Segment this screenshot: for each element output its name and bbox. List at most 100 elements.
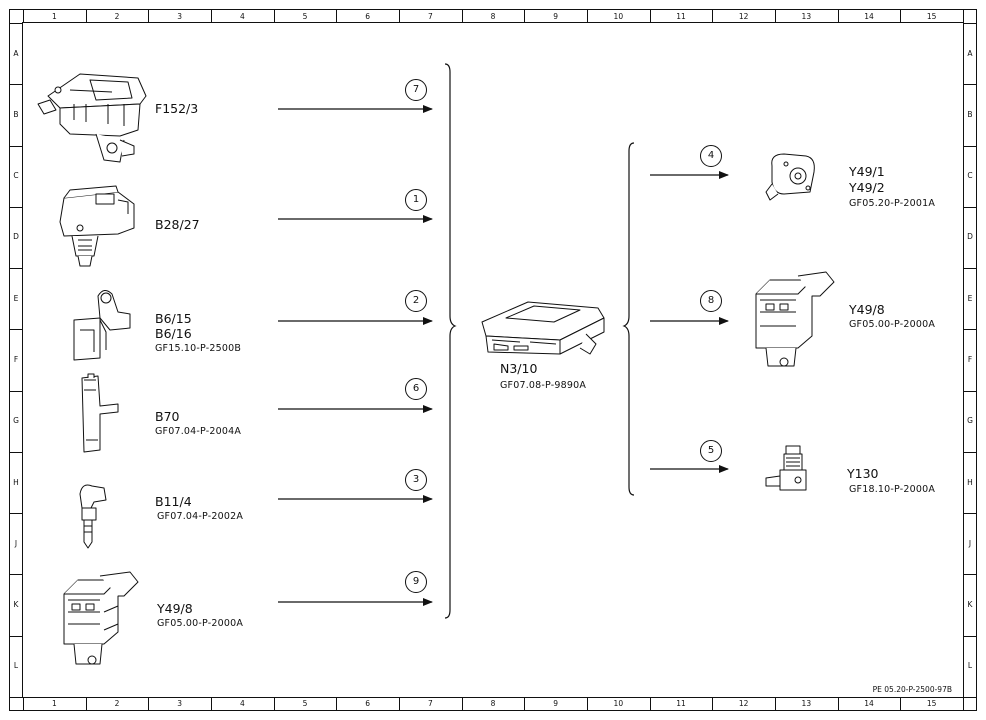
grid-row-right-G: G (967, 416, 973, 426)
ref-b70: GF07.04-P-2004A (155, 426, 242, 437)
grid-col-top-8: 8 (490, 12, 496, 21)
signal-circle-y130: 5 (700, 440, 722, 462)
input-arrows (278, 105, 433, 606)
grid-col-top-14: 14 (864, 12, 874, 21)
signal-circle-b6: 2 (405, 290, 427, 312)
signal-circle-y49in: 9 (405, 571, 427, 593)
grid-row-left-C: C (13, 171, 19, 181)
label-b6-16: B6/16 (155, 326, 192, 341)
grid-row-left-E: E (13, 293, 19, 303)
grid-ticks (10, 10, 976, 710)
grid-row-left-L: L (13, 661, 19, 671)
grid-col-bottom-15: 15 (926, 699, 937, 708)
grid-col-bottom-12: 12 (738, 699, 749, 708)
grid-col-top-5: 5 (302, 12, 308, 21)
signal-circle-b70: 6 (405, 378, 427, 400)
signal-circle-b11: 3 (405, 469, 427, 491)
b70-sensor-drawing (81, 373, 119, 453)
grid-col-top-2: 2 (114, 12, 120, 21)
grid-col-top-9: 9 (553, 12, 559, 21)
grid-row-right-L: L (967, 661, 973, 671)
ref-b6: GF15.10-P-2500B (155, 343, 242, 354)
label-y492: Y49/2 (849, 180, 885, 195)
label-b11: B11/4 (155, 494, 192, 509)
grid-row-right-K: K (967, 600, 973, 610)
input-brace (444, 63, 457, 619)
signal-circle-y498: 8 (700, 290, 722, 312)
grid-row-right-D: D (967, 232, 973, 242)
grid-row-left-H: H (13, 477, 19, 487)
grid-col-top-6: 6 (365, 12, 371, 21)
ref-y491: GF05.20-P-2001A (849, 198, 936, 209)
grid-col-bottom-4: 4 (239, 699, 245, 708)
grid-col-bottom-5: 5 (302, 699, 308, 708)
grid-col-bottom-2: 2 (114, 699, 120, 708)
label-b6-15: B6/15 (155, 311, 192, 326)
grid-col-bottom-11: 11 (676, 699, 686, 708)
y49in-valve-drawing (63, 571, 139, 665)
grid-col-top-15: 15 (926, 12, 937, 21)
inner-frame (22, 22, 964, 698)
y498-valve-drawing (755, 271, 835, 367)
y130-valve-drawing (765, 445, 807, 491)
grid-row-right-E: E (967, 293, 973, 303)
grid-col-top-12: 12 (738, 12, 749, 21)
grid-row-left-D: D (13, 232, 19, 242)
grid-col-bottom-1: 1 (51, 699, 57, 708)
grid-col-bottom-13: 13 (801, 699, 812, 708)
grid-col-top-4: 4 (239, 12, 245, 21)
grid-row-right-B: B (967, 109, 973, 119)
label-y491: Y49/1 (849, 164, 885, 179)
outer-frame (9, 9, 977, 711)
grid-row-right-H: H (967, 477, 973, 487)
grid-row-left-B: B (13, 109, 19, 119)
ref-y498: GF05.00-P-2000A (849, 319, 936, 330)
grid-row-left-F: F (13, 355, 19, 364)
signal-circle-b28: 1 (405, 189, 427, 211)
grid-col-bottom-14: 14 (864, 699, 874, 708)
label-y130: Y130 (847, 466, 879, 481)
ref-n310: GF07.08-P-9890A (500, 380, 587, 391)
grid-col-top-1: 1 (51, 12, 57, 21)
grid-row-right-J: J (968, 538, 972, 548)
grid-col-bottom-8: 8 (490, 699, 496, 708)
grid-row-right-F: F (967, 355, 973, 364)
signal-circle-y491: 4 (700, 145, 722, 167)
output-brace (622, 142, 635, 496)
grid-col-top-7: 7 (427, 12, 433, 21)
label-y49in: Y49/8 (157, 601, 193, 616)
label-n310: N3/10 (500, 361, 538, 376)
b28-sensor-drawing (59, 185, 135, 267)
grid-col-bottom-6: 6 (365, 699, 371, 708)
grid-col-bottom-9: 9 (553, 699, 559, 708)
b11-sensor-drawing (79, 484, 107, 549)
grid-col-top-11: 11 (676, 12, 686, 21)
grid-col-top-10: 10 (613, 12, 624, 21)
label-y498: Y49/8 (849, 302, 885, 317)
grid-row-left-K: K (13, 600, 19, 610)
output-arrows (650, 171, 729, 473)
ref-y49in: GF05.00-P-2000A (157, 618, 244, 629)
y491-solenoid-drawing (765, 153, 815, 201)
grid-row-left-A: A (13, 48, 19, 58)
grid-col-bottom-7: 7 (427, 699, 433, 708)
label-b28: B28/27 (155, 217, 200, 232)
f152-sensor-drawing (37, 73, 147, 163)
grid-col-bottom-10: 10 (613, 699, 624, 708)
n310-control-unit-drawing (481, 301, 605, 355)
grid-col-top-13: 13 (801, 12, 812, 21)
grid-row-right-C: C (967, 171, 973, 181)
signal-circle-f152: 7 (405, 79, 427, 101)
grid-row-right-A: A (967, 48, 973, 58)
ref-b11: GF07.04-P-2002A (157, 511, 244, 522)
grid-row-left-J: J (14, 538, 18, 548)
b6-sensor-drawing (73, 290, 131, 361)
document-reference: PE 05.20-P-2500-97B (872, 685, 952, 694)
label-f152: F152/3 (155, 101, 199, 116)
grid-col-top-3: 3 (177, 12, 183, 21)
label-b70: B70 (155, 409, 180, 424)
grid-row-left-G: G (13, 416, 19, 426)
ref-y130: GF18.10-P-2000A (849, 484, 936, 495)
